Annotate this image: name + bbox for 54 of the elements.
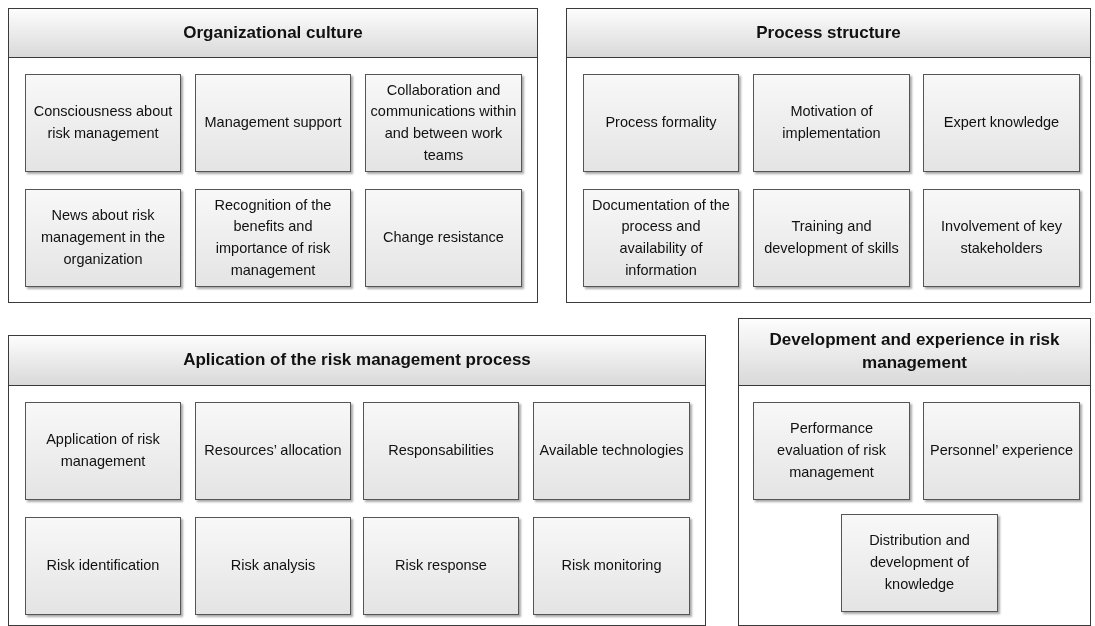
factor-box [923, 402, 1080, 500]
factor-label: Responsabilities [387, 441, 495, 461]
factor-box [365, 189, 522, 287]
group-panel [738, 318, 1091, 626]
factor-box [25, 517, 181, 615]
factor-box [753, 74, 910, 172]
factor-label: Risk identification [45, 556, 161, 576]
factor-box [195, 189, 351, 287]
group-panel [8, 8, 538, 303]
factor-box [533, 517, 690, 615]
factor-label: Consciousness about risk management [32, 102, 174, 143]
panel-heading: Development and experience in risk management [739, 319, 1090, 386]
factor-label: Recognition of the benefits and importance of risk management [213, 195, 333, 280]
factor-label: Training and development of skills [763, 217, 900, 258]
factor-label: Motivation of implementation [781, 102, 882, 143]
factor-box [195, 517, 351, 615]
factor-label: Risk monitoring [560, 556, 663, 576]
factor-box [25, 189, 181, 287]
factor-box [841, 514, 998, 612]
factor-label: Risk analysis [229, 556, 317, 576]
factor-label: Process formality [604, 113, 718, 133]
factor-box [753, 189, 910, 287]
factor-label: Performance evaluation of risk management [776, 419, 887, 482]
factor-label: Change resistance [382, 228, 505, 248]
panel-heading: Organizational culture [9, 9, 537, 58]
panel-heading: Process structure [567, 9, 1090, 58]
group-panel [8, 335, 706, 626]
factor-box [583, 74, 739, 172]
panel-heading: Aplication of the risk management process [9, 336, 705, 386]
group-panel [566, 8, 1091, 303]
factor-label: Management support [203, 113, 343, 133]
factor-box [195, 402, 351, 500]
factor-box [753, 402, 910, 500]
factor-box [533, 402, 690, 500]
factor-label: Expert knowledge [942, 113, 1061, 133]
factor-box [363, 517, 519, 615]
factor-box [195, 74, 351, 172]
factor-box [923, 189, 1080, 287]
factor-label: Collaboration and communications within and between work teams [369, 80, 518, 165]
factor-label: Documentation of the process and availability of information [591, 195, 731, 280]
factor-box [583, 189, 739, 287]
factor-label: Application of risk management [45, 430, 161, 471]
factor-box [365, 74, 522, 172]
factor-box [25, 74, 181, 172]
factor-label: Risk response [394, 556, 488, 576]
factor-label: News about risk management in the organization [39, 206, 167, 269]
factor-box [25, 402, 181, 500]
factor-label: Involvement of key stakeholders [940, 217, 1063, 258]
factor-label: Personnel’ experience [929, 441, 1074, 461]
factor-label: Resources’ allocation [203, 441, 343, 461]
factor-box [363, 402, 519, 500]
factor-label: Available technologies [538, 441, 685, 461]
factor-label: Distribution and development of knowledge [868, 531, 971, 594]
factor-box [923, 74, 1080, 172]
